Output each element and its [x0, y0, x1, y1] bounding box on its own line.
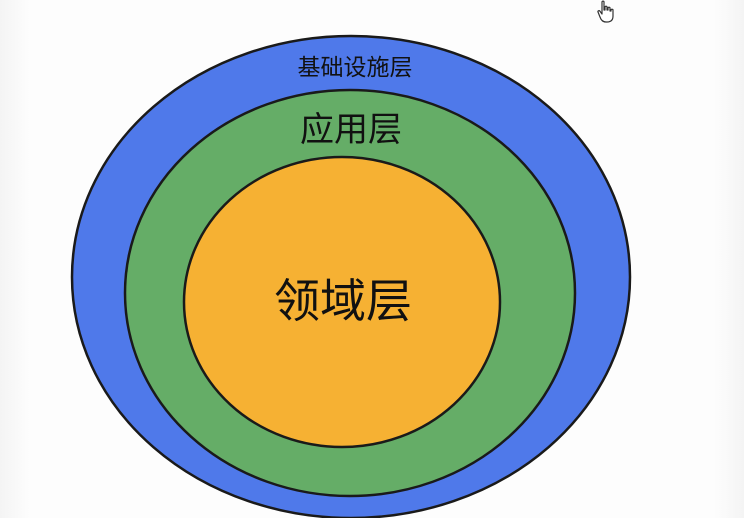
- domain-layer-label: 领域层: [274, 274, 412, 328]
- application-layer-label: 应用层: [300, 110, 402, 150]
- domain-layer-ring: [182, 155, 502, 449]
- hand-pointer-icon: [596, 0, 616, 24]
- infrastructure-layer-label: 基础设施层: [298, 55, 413, 81]
